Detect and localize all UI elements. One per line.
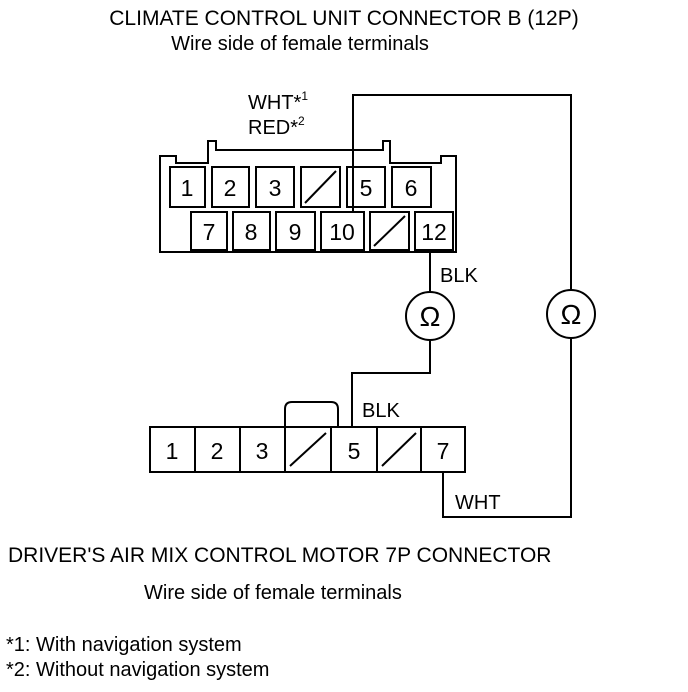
red-wire-label: RED*2 [248, 114, 305, 139]
pin-label: 7 [203, 219, 216, 245]
pin-label: 8 [245, 219, 258, 245]
blk-wire-label-bottom: BLK [362, 400, 400, 422]
pin-label: 12 [421, 219, 447, 245]
pin-label: 5 [348, 438, 361, 464]
pin-label: 3 [269, 175, 282, 201]
blk-wire-label-top: BLK [440, 265, 478, 287]
footnote-1: *1: With navigation system [6, 634, 242, 656]
pin-label: 5 [360, 175, 373, 201]
wht-wire-label: WHT*1 [248, 89, 308, 114]
connector-7p-title: DRIVER'S AIR MIX CONTROL MOTOR 7P CONNEC… [8, 544, 552, 567]
connector-7p-pins: 1 2 3 5 7 [166, 438, 450, 464]
pin-label: 3 [256, 438, 269, 464]
wire-labels: WHT*1 RED*2 BLK BLK WHT [248, 89, 501, 514]
pin-label: 7 [437, 438, 450, 464]
footnote-2: *2: Without navigation system [6, 659, 270, 681]
pin-label: 6 [405, 175, 418, 201]
wht-wire-label-bottom: WHT [455, 492, 501, 514]
pin-label: 9 [289, 219, 302, 245]
pin-label: 2 [224, 175, 237, 201]
ohmmeter-icon: Ω [561, 299, 582, 330]
pin-label: 10 [329, 219, 355, 245]
connector-b-subtitle: Wire side of female terminals [171, 33, 429, 55]
connector-b-pins: 1 2 3 5 6 7 8 9 10 12 [181, 175, 447, 245]
pin-label: 1 [181, 175, 194, 201]
ohmmeter-icon: Ω [420, 301, 441, 332]
connector-b-title: CLIMATE CONTROL UNIT CONNECTOR B (12P) [109, 7, 579, 30]
pin-label: 1 [166, 438, 179, 464]
pin-label: 2 [211, 438, 224, 464]
connector-7p-subtitle: Wire side of female terminals [144, 582, 402, 604]
